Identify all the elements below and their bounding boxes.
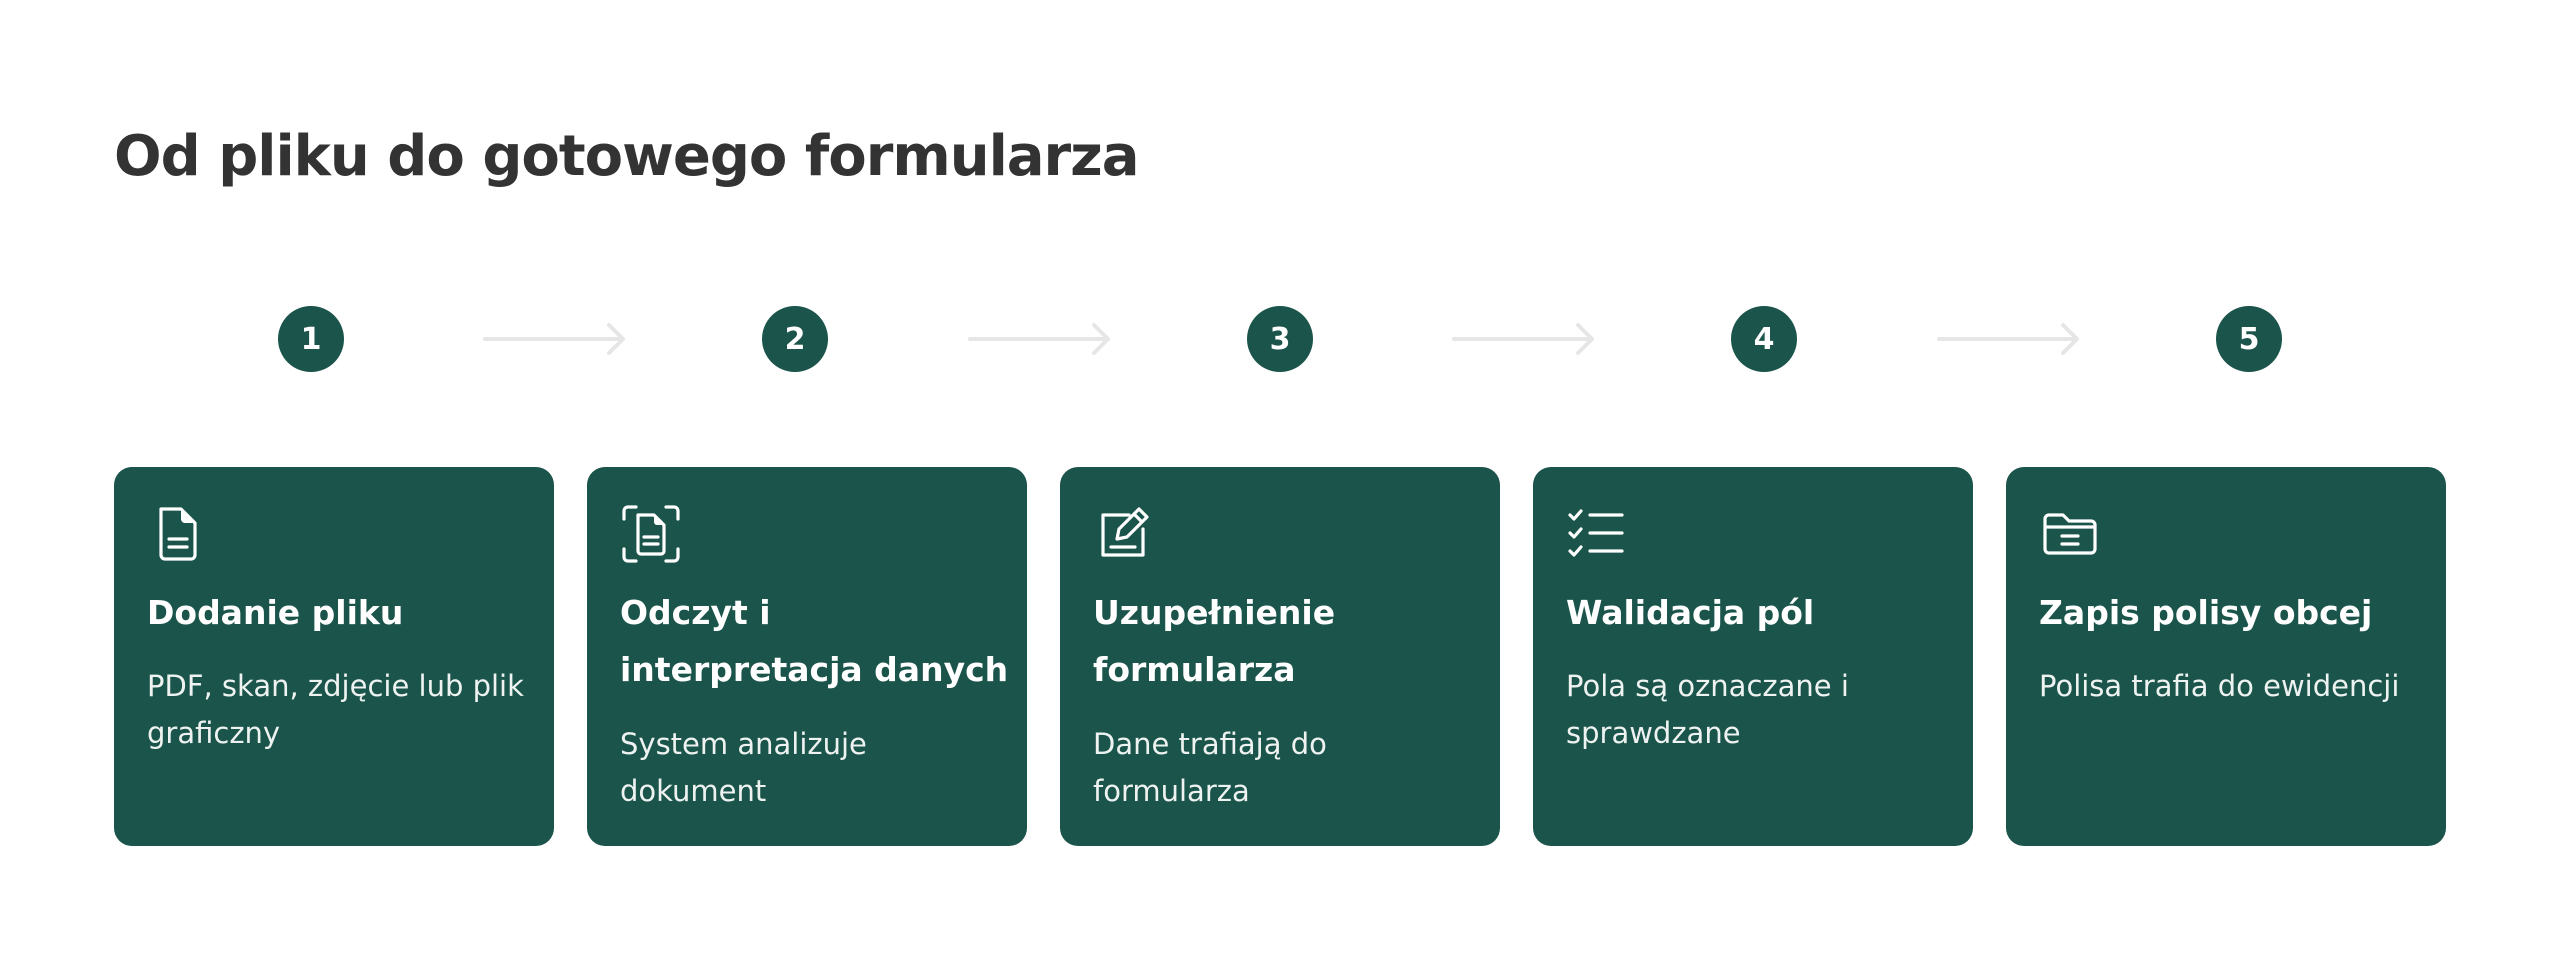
- step-card-2: Odczyt i interpretacja danych System ana…: [587, 467, 1027, 846]
- step-number-4: 4: [1731, 306, 1797, 372]
- step-description: Dane trafiają do formularza: [1093, 727, 1327, 808]
- arrow-right-icon: [1452, 323, 1594, 355]
- step-card-1: Dodanie pliku PDF, skan, zdjęcie lub pli…: [114, 467, 554, 846]
- scan-document-icon: [622, 505, 680, 563]
- page-title: Od pliku do gotowego formularza: [114, 124, 1140, 189]
- step-description: System analizuje dokument: [620, 727, 867, 808]
- step-card-5: Zapis polisy obcej Polisa trafia do ewid…: [2006, 467, 2446, 846]
- arrow-right-icon: [968, 323, 1110, 355]
- step-card-3: Uzupełnienie formularza Dane trafiają do…: [1060, 467, 1500, 846]
- step-description: Pola są oznaczane i sprawdzane: [1566, 669, 1849, 750]
- arrow-right-icon: [1937, 323, 2079, 355]
- step-description: PDF, skan, zdjęcie lub plik graficzny: [147, 669, 524, 750]
- step-title: Walidacja pól: [1566, 593, 1815, 632]
- step-title: Zapis polisy obcej: [2039, 593, 2373, 632]
- step-title: Odczyt i interpretacja danych: [620, 593, 1009, 689]
- edit-icon: [1101, 507, 1149, 557]
- step-number-3: 3: [1247, 306, 1313, 372]
- step-description: Polisa trafia do ewidencji: [2039, 669, 2400, 703]
- step-number-5: 5: [2216, 306, 2282, 372]
- step-number-1: 1: [278, 306, 344, 372]
- document-icon: [159, 507, 197, 561]
- folder-icon: [2043, 513, 2097, 555]
- step-card-4: Walidacja pól Pola są oznaczane i sprawd…: [1533, 467, 1973, 846]
- arrow-right-icon: [483, 323, 625, 355]
- step-number-2: 2: [762, 306, 828, 372]
- checklist-icon: [1568, 509, 1624, 557]
- step-title: Dodanie pliku: [147, 593, 404, 632]
- step-title: Uzupełnienie formularza: [1093, 593, 1336, 689]
